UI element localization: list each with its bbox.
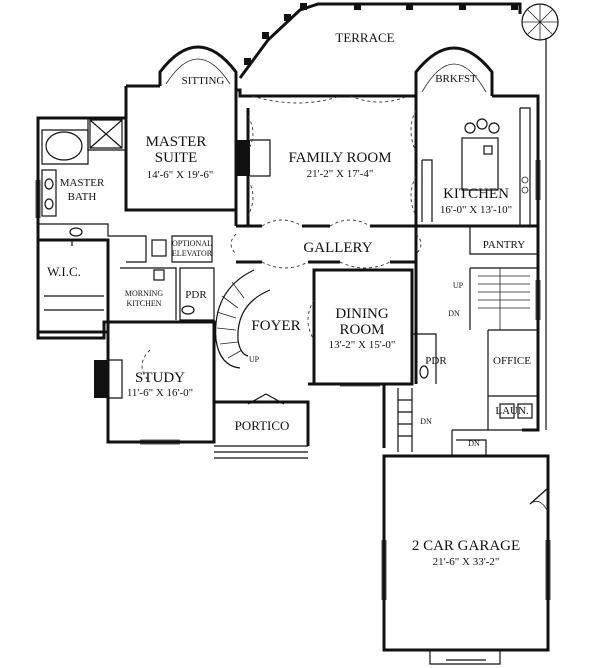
pantry-label: PANTRY xyxy=(483,239,525,251)
master-suite-dimensions: 14'-6" X 19'-6" xyxy=(147,169,214,181)
master-bath-label-1: MASTER xyxy=(60,177,105,189)
garage-dimensions: 21'-6" X 33'-2" xyxy=(433,556,500,568)
gallery-label: GALLERY xyxy=(303,240,372,256)
room-labels: TERRACE SITTING BRKFST MASTER SUITE 14'-… xyxy=(47,30,531,568)
terrace-post xyxy=(262,32,269,39)
study-dimensions: 11'-6" X 16'-0" xyxy=(127,387,193,399)
optional-elevator-label-1: OPTIONAL xyxy=(172,239,212,248)
dining-room-label-2: ROOM xyxy=(339,322,384,338)
back-stair-up-label: UP xyxy=(453,281,464,290)
back-stair-down-label: DN xyxy=(448,309,460,318)
bathtub xyxy=(45,131,83,161)
terrace-post xyxy=(406,3,413,10)
garage-stair-down-label-2: DN xyxy=(468,439,480,448)
family-room-label: FAMILY ROOM xyxy=(288,150,391,166)
interior-walls xyxy=(38,90,549,513)
foyer-label: FOYER xyxy=(251,318,300,334)
terrace-post xyxy=(511,3,518,10)
terrace-post xyxy=(300,3,307,10)
laundry-label: LAUN. xyxy=(495,405,529,417)
family-fireplace xyxy=(236,140,250,176)
study-fireplace xyxy=(94,360,108,398)
morning-kitchen-label-2: KITCHEN xyxy=(126,299,161,308)
garage-stair-down-label-1: DN xyxy=(420,417,432,426)
kitchen-label: KITCHEN xyxy=(443,186,509,202)
exterior-walls xyxy=(36,2,559,665)
fixtures xyxy=(35,107,551,600)
morning-kitchen-label-1: MORNING xyxy=(125,289,163,298)
master-bath-label-2: BATH xyxy=(68,191,97,203)
optional-elevator-label-2: ELEVATOR xyxy=(172,249,213,258)
garage-label: 2 CAR GARAGE xyxy=(412,538,520,554)
terrace-post xyxy=(354,3,361,10)
terrace-post xyxy=(284,14,291,21)
family-room-dimensions: 21'-2" X 17'-4" xyxy=(307,168,374,180)
dining-room-dimensions: 13'-2" X 15'-0" xyxy=(329,339,396,351)
terrace-label: TERRACE xyxy=(335,30,394,45)
portico-label: PORTICO xyxy=(235,418,290,433)
pdr-label-left: PDR xyxy=(185,289,207,301)
kitchen-island xyxy=(461,137,499,191)
office-label: OFFICE xyxy=(493,355,531,367)
stair-labels: UP UP DN DN DN xyxy=(249,281,480,448)
study-label: STUDY xyxy=(135,370,185,386)
main-stair-up-label: UP xyxy=(249,355,260,364)
wic-label: W.I.C. xyxy=(47,264,81,279)
terrace-post xyxy=(244,58,251,65)
brkfst-label: BRKFST xyxy=(435,73,477,85)
arches xyxy=(141,95,422,383)
sitting-label: SITTING xyxy=(182,75,225,87)
master-suite-label-1: MASTER xyxy=(146,134,207,150)
kitchen-dimensions: 16'-0" X 13'-10" xyxy=(440,204,512,216)
dining-room-label-1: DINING xyxy=(335,306,388,322)
pdr-label-right: PDR xyxy=(425,355,447,367)
master-suite-label-2: SUITE xyxy=(155,150,198,166)
terrace-post xyxy=(459,3,466,10)
